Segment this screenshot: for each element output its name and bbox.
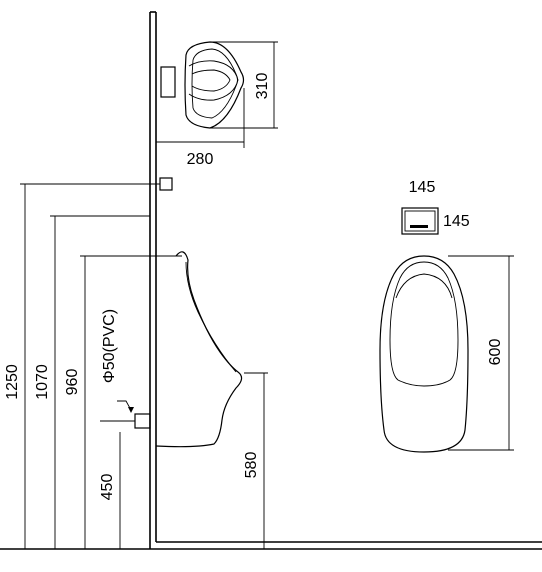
dim-label-580: 580 (243, 452, 260, 479)
dim-label-960: 960 (64, 369, 81, 396)
flush-plate-front-view: 145 145 (401, 179, 470, 235)
dim-height-450: 450 (99, 432, 121, 549)
dim-label-310: 310 (254, 73, 271, 100)
top-view-urinal (160, 41, 245, 129)
dim-label-1250: 1250 (4, 364, 21, 400)
dim-label-plate-height: 145 (443, 213, 470, 230)
dim-height-580: 580 (243, 372, 268, 549)
dim-height-1250: 1250 (4, 183, 160, 549)
dim-top-width: 280 (156, 88, 245, 168)
dim-label-600: 600 (487, 339, 504, 366)
wall-section (149, 11, 157, 549)
dim-front-height: 600 (448, 255, 514, 451)
dim-label-plate-width: 145 (409, 179, 436, 196)
floor-line (0, 541, 542, 550)
dim-label-1070: 1070 (34, 364, 51, 400)
dim-height-1070: 1070 (34, 215, 150, 549)
dim-height-960: 960 (64, 255, 156, 549)
front-view-urinal (379, 255, 469, 453)
dim-top-depth: 310 (210, 41, 278, 129)
flush-valve-block (159, 177, 173, 191)
pipe-label: Φ50(PVC) (101, 309, 118, 383)
dim-label-450: 450 (99, 474, 116, 501)
dim-label-280: 280 (187, 151, 214, 168)
side-view-urinal (100, 251, 243, 448)
